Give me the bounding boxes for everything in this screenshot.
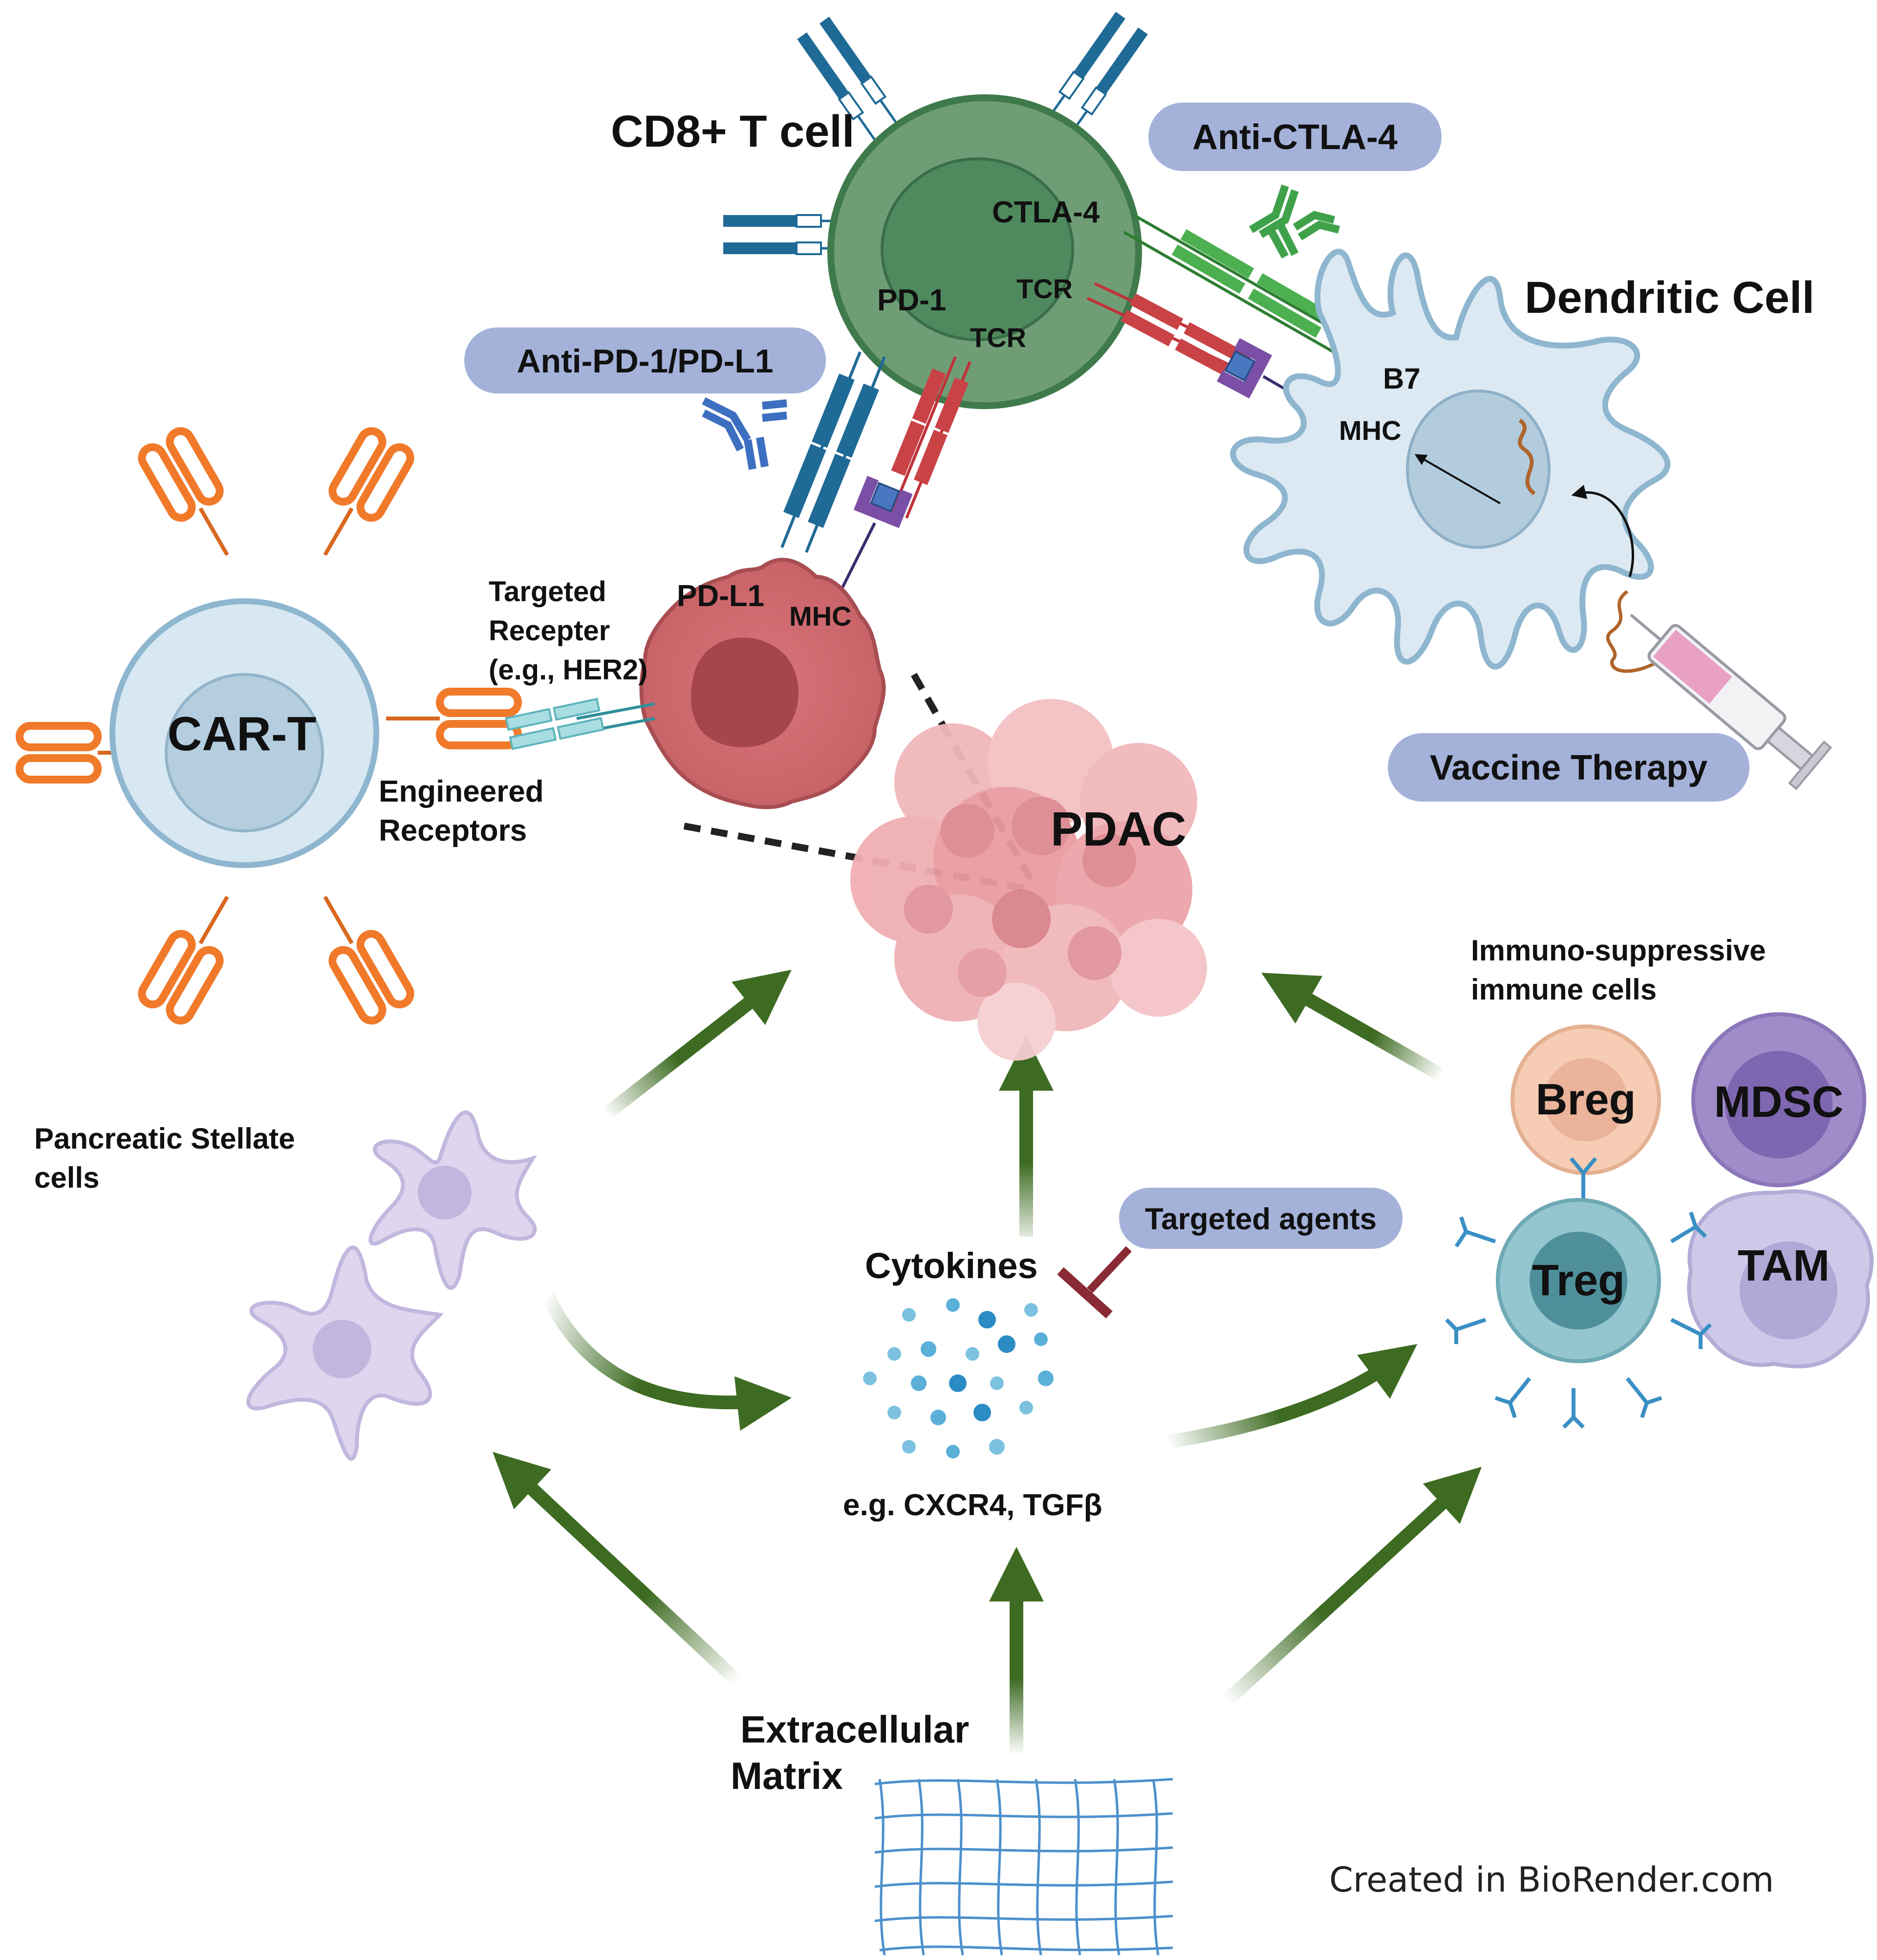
ctla4-label: CTLA-4	[992, 196, 1100, 229]
cytokine-particles	[863, 1298, 1054, 1459]
pdac-tumor-cluster	[850, 699, 1207, 1061]
arrow-immune-to-pdac	[1261, 973, 1445, 1082]
tcr-label-tumor: TCR	[970, 322, 1026, 353]
mhc-label-dendritic: MHC	[1339, 415, 1402, 446]
targeted-receptor-line: Targeted	[489, 576, 606, 608]
anti-pd1-label: Anti-PD-1/PD-L1	[517, 343, 773, 380]
tcell-surface-receptor	[1038, 12, 1148, 148]
immunosuppressive-line: Immuno-suppressive	[1471, 934, 1766, 967]
immunosuppressive-cells	[1445, 1012, 1874, 1429]
pd1-label: PD-1	[877, 283, 946, 317]
anti-ctla4-label: Anti-CTLA-4	[1192, 118, 1398, 157]
stellate-cells-label: Pancreatic Stellate cells	[34, 1122, 303, 1194]
extracellular-matrix-mesh	[874, 1778, 1173, 1956]
inhibition-bar	[1057, 1246, 1132, 1319]
stellate-cells-line: cells	[34, 1161, 99, 1194]
cd8-t-cell	[723, 12, 1148, 409]
engineered-receptors-label: Engineered Receptors	[379, 775, 552, 848]
syringe-icon	[1630, 613, 1833, 790]
anti-ctla4-antibody-icon	[1249, 184, 1340, 259]
car-t-cell	[16, 427, 655, 1025]
tcr-mhc-dendritic-connection	[1086, 282, 1340, 422]
tcell-surface-receptor	[797, 17, 907, 153]
treg-receptor	[1445, 1157, 1712, 1429]
stellate-cells-line: Pancreatic Stellate	[34, 1122, 295, 1155]
ecm-label: Extracellular Matrix	[731, 1708, 980, 1797]
antigen-strand	[1606, 590, 1662, 673]
b7-label: B7	[1383, 362, 1421, 395]
targeted-receptor-line: Recepter	[489, 615, 610, 647]
ecm-line: Matrix	[731, 1754, 843, 1797]
dendritic-cell	[1230, 248, 1671, 670]
vaccine-therapy-pill: Vaccine Therapy	[1388, 733, 1749, 802]
biorender-credit: Created in BioRender.com	[1329, 1860, 1774, 1900]
pdl1-label: PD-L1	[677, 579, 764, 613]
vaccine-therapy-label: Vaccine Therapy	[1430, 748, 1707, 787]
treg-label: Treg	[1532, 1256, 1625, 1305]
anti-ctla4-pill: Anti-CTLA-4	[1148, 103, 1442, 171]
mdsc-label: MDSC	[1714, 1078, 1844, 1127]
tumor-cell	[639, 558, 886, 809]
car-t-label: CAR-T	[168, 707, 317, 761]
cd8-t-cell-label: CD8+ T cell	[611, 107, 855, 156]
vaccine-arrow	[1571, 484, 1634, 577]
arrow-ecm-to-stellate	[493, 1452, 743, 1687]
engineered-receptor	[323, 427, 414, 556]
anti-pd1-pill: Anti-PD-1/PD-L1	[464, 327, 826, 393]
targeted-receptor-label: Targeted Recepter (e.g., HER2)	[489, 576, 648, 686]
targeted-agents-label: Targeted agents	[1145, 1202, 1377, 1236]
vaccine-injection	[1571, 484, 1833, 790]
ecm-line: Extracellular	[740, 1708, 969, 1751]
engineered-receptor	[386, 688, 522, 749]
arrow-ecm-to-immune	[1222, 1466, 1482, 1706]
tam-label: TAM	[1738, 1241, 1830, 1290]
pd1-pdl1-connection	[780, 351, 886, 553]
immunosuppressive-line: immune cells	[1471, 973, 1657, 1006]
arrow-stellate-to-pdac	[602, 970, 792, 1120]
engineered-receptors-line: Receptors	[379, 814, 527, 848]
pdac-label: PDAC	[1051, 802, 1187, 856]
engineered-receptors-line: Engineered	[379, 775, 544, 808]
pancreatic-stellate-cells	[246, 1110, 537, 1461]
dendritic-cell-label: Dendritic Cell	[1525, 273, 1814, 323]
cytokines-label: Cytokines	[865, 1245, 1038, 1286]
engineered-receptor	[138, 427, 229, 556]
anti-pd1-antibody-icon	[702, 397, 787, 470]
breg-label: Breg	[1535, 1075, 1636, 1124]
arrow-stellate-to-cytokines	[541, 1292, 792, 1431]
arrow-cytokines-to-immune	[1166, 1344, 1418, 1449]
targeted-receptor-line: (e.g., HER2)	[489, 654, 648, 686]
cytokine-examples-label: e.g. CXCR4, TGFβ	[843, 1488, 1102, 1522]
tcr-label-dendritic: TCR	[1016, 273, 1073, 304]
tcr-mhc-tumor-connection	[834, 356, 971, 602]
targeted-agents-pill: Targeted agents	[1119, 1188, 1402, 1249]
engineered-receptor	[323, 895, 414, 1025]
targeted-receptor-her2	[505, 697, 605, 750]
pathway-arrows	[493, 970, 1482, 1755]
immunosuppressive-label: Immuno-suppressive immune cells	[1471, 934, 1774, 1006]
mhc-label-tumor: MHC	[789, 601, 852, 632]
engineered-receptor	[138, 895, 229, 1025]
